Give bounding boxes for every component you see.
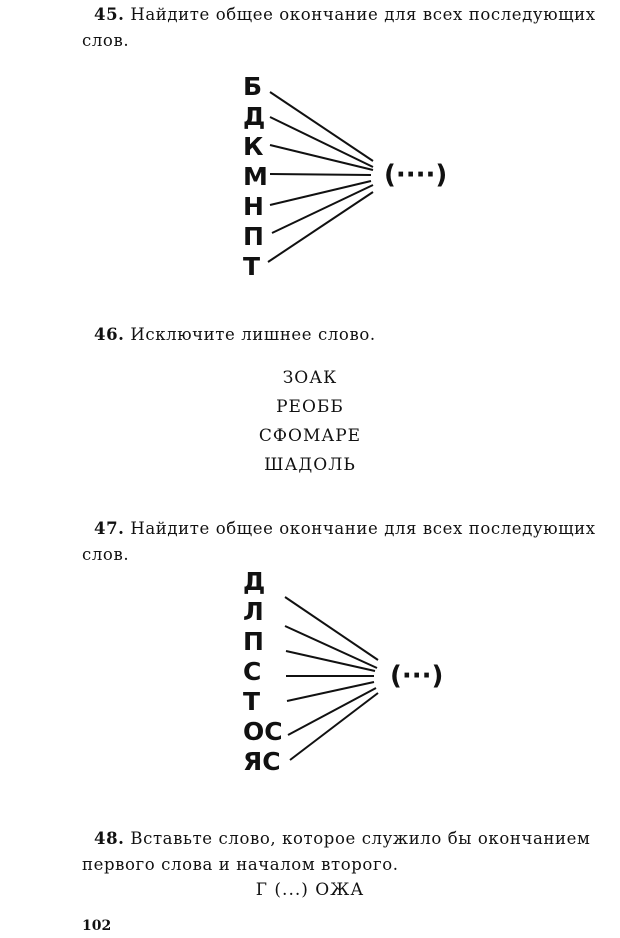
page-number: 102 <box>82 918 112 934</box>
diagram-45-result: (····) <box>384 160 448 190</box>
letter-item: Д <box>243 567 266 596</box>
task-number: 46. <box>94 325 125 344</box>
letter-item: ОС <box>243 717 283 746</box>
letter-item: М <box>243 162 268 191</box>
connector-line <box>269 116 374 168</box>
task-number: 45. <box>94 5 125 24</box>
letter-item: ЯС <box>243 747 281 776</box>
connector-line <box>269 173 372 176</box>
letter-item: Т <box>243 252 261 281</box>
task-instruction: Исключите лишнее слово. <box>130 325 376 344</box>
task-48-text: 48. Вставьте слово, которое служило бы о… <box>82 826 620 878</box>
word-item: ЗОАК <box>282 368 338 388</box>
connector-line <box>284 625 378 669</box>
letter-item: Н <box>243 192 264 221</box>
task-47-text: 47. Найдите общее окончание для всех пос… <box>82 516 620 568</box>
letter-item: П <box>243 222 264 251</box>
connector-line <box>267 191 374 263</box>
connector-line <box>285 650 376 672</box>
connector-line <box>271 184 374 234</box>
letter-item: Б <box>243 72 263 101</box>
word-item: РЕОББ <box>276 397 344 417</box>
letter-item: К <box>243 132 264 161</box>
task-instruction: Вставьте слово, которое служило бы оконч… <box>82 829 591 874</box>
diagram-47-result: (···) <box>390 661 444 691</box>
task-number: 48. <box>94 829 125 848</box>
connector-line <box>286 681 375 702</box>
word-item: ШАДОЛЬ <box>264 455 356 475</box>
word-puzzle: Г (...) ОЖА <box>255 880 365 900</box>
letter-item: Т <box>243 687 261 716</box>
letter-item: Л <box>243 597 264 626</box>
connector-line <box>269 144 374 171</box>
connector-line <box>269 91 374 162</box>
connector-line <box>287 687 377 736</box>
letter-item: П <box>243 627 264 656</box>
task-instruction: Найдите общее окончание для всех последу… <box>82 519 596 564</box>
word-item: СФОМАРЕ <box>258 426 362 446</box>
letter-item: С <box>243 657 262 686</box>
task-instruction: Найдите общее окончание для всех последу… <box>82 5 596 50</box>
connector-line <box>284 596 379 661</box>
connector-line <box>269 180 372 206</box>
task-45-text: 45. Найдите общее окончание для всех пос… <box>82 2 620 54</box>
task-number: 47. <box>94 519 125 538</box>
connector-line <box>289 692 379 761</box>
task-46-text: 46. Исключите лишнее слово. <box>82 322 620 348</box>
letter-item: Д <box>243 102 266 131</box>
